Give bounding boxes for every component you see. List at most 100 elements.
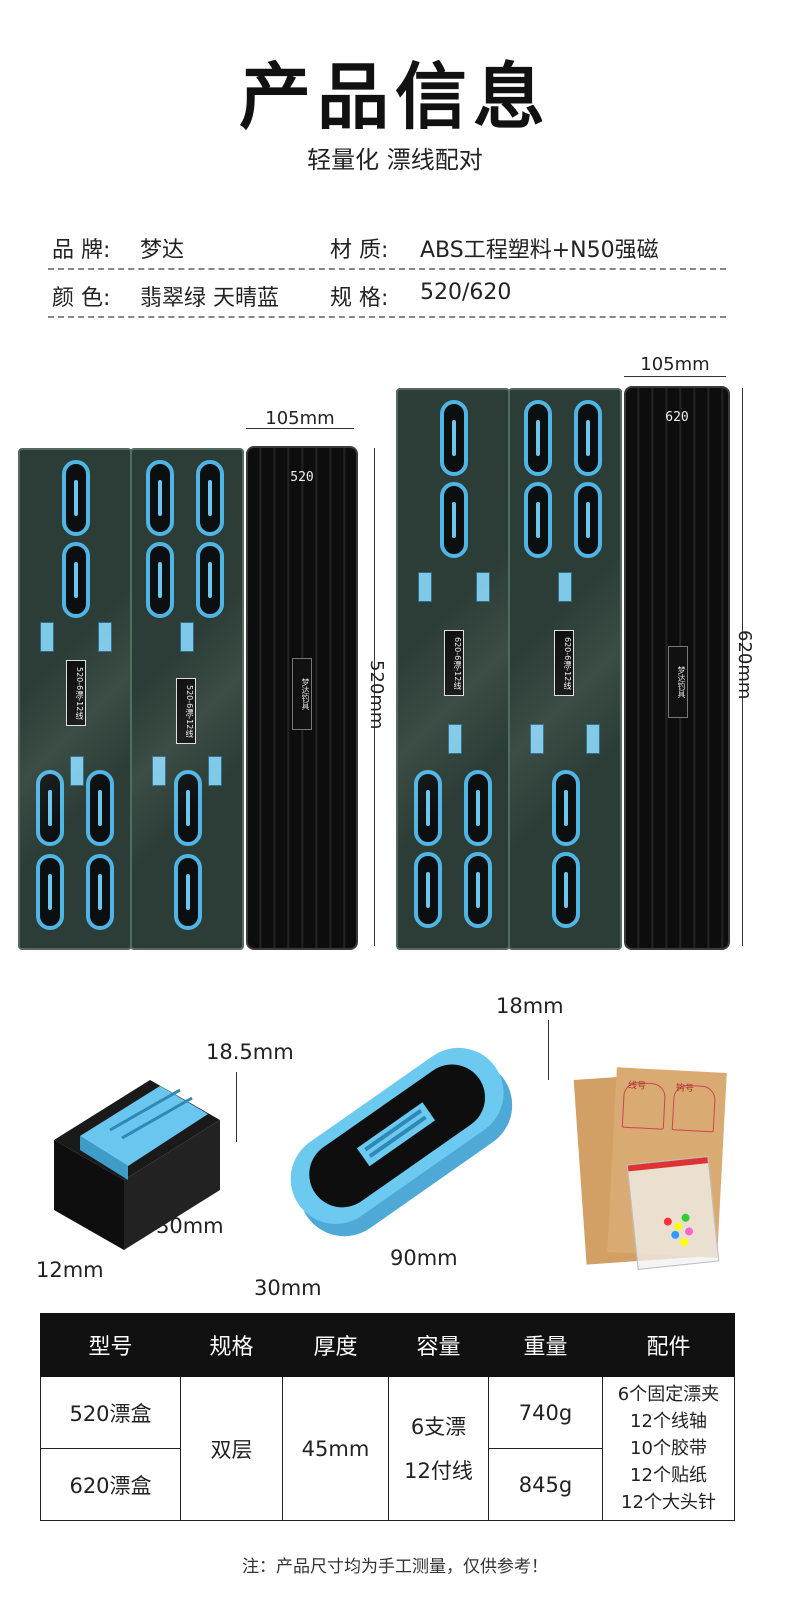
- spool-slot: [196, 542, 224, 618]
- block-length: 30mm: [156, 1214, 224, 1238]
- case-number: 520: [290, 470, 314, 485]
- case-520-open-left: 520-6漂-12线: [18, 448, 132, 950]
- pin-head: [674, 1222, 683, 1231]
- table-header-row: 型号 规格 厚度 容量 重量 配件: [40, 1313, 735, 1377]
- float-clip: [448, 724, 462, 754]
- brand-value: 梦达: [140, 238, 185, 263]
- case-620-open-right: 620-6漂-12线: [508, 388, 622, 950]
- spool-slot: [440, 482, 468, 558]
- color-value: 翡翠绿 天晴蓝: [140, 286, 279, 311]
- float-clip: [152, 756, 166, 786]
- material-label: 材 质:: [330, 238, 389, 263]
- footnote: 注：产品尺寸均为手工测量，仅供参考！: [242, 1557, 548, 1577]
- spool-slot: [552, 770, 580, 846]
- part-item: 6个固定漂夹: [617, 1384, 720, 1405]
- weight-cell: 740g: [488, 1376, 603, 1449]
- length-dimension: 620mm: [734, 630, 755, 700]
- case-520-open-right: 520-6漂-12线: [130, 448, 244, 950]
- pin-head: [681, 1213, 690, 1223]
- height-dimension-line: [548, 1020, 549, 1080]
- thickness-cell: 45mm: [282, 1376, 389, 1521]
- model-plate: 620-6漂-12线: [554, 630, 574, 696]
- spool-slot: [62, 542, 90, 618]
- page-subtitle: 轻量化 漂线配对: [307, 146, 483, 174]
- spool-slot: [146, 542, 174, 618]
- float-clip: [180, 622, 194, 652]
- spool-slot: [36, 854, 64, 930]
- column-header: 配件: [602, 1313, 735, 1377]
- brand-label: 品 牌:: [52, 238, 111, 263]
- pin-head: [684, 1227, 694, 1236]
- sticker-text: 线号: [627, 1080, 647, 1092]
- width-dimension-line: [246, 428, 354, 429]
- block-height: 18.5mm: [206, 1040, 294, 1064]
- spool-slot: [414, 852, 442, 928]
- spool-slot: [574, 400, 602, 476]
- spool-slot: [524, 400, 552, 476]
- width-dimension: 105mm: [265, 408, 335, 429]
- model-plate: 620-6漂-12线: [444, 630, 464, 696]
- length-dimension: 520mm: [366, 660, 387, 730]
- spec-cell: 双层: [180, 1376, 283, 1521]
- brand-logo: 梦达钓具: [292, 658, 312, 730]
- spool-slot: [62, 460, 90, 536]
- line-spool: [290, 1047, 513, 1237]
- float-clip: [418, 572, 432, 602]
- page-title: 产品信息: [238, 55, 551, 139]
- case-number: 620: [665, 410, 689, 425]
- parts-cell: 6个固定漂夹 12个线轴 10个胶带 12个贴纸 12个大头针: [602, 1376, 735, 1521]
- capacity-floats: 6支漂: [410, 1414, 467, 1439]
- float-clip: [558, 572, 572, 602]
- spool-slot: [464, 770, 492, 846]
- spool-slot: [464, 852, 492, 928]
- divider: [48, 316, 726, 318]
- pin-bag: [626, 1156, 720, 1270]
- column-header: 容量: [388, 1313, 489, 1377]
- length-dimension-line: [374, 448, 375, 946]
- model-plate: 520-6漂-12线: [66, 660, 86, 726]
- float-clip-block: [54, 1080, 220, 1250]
- column-header: 规格: [180, 1313, 283, 1377]
- table-row: 520漂盒 双层 45mm 6支漂 12付线 740g 6个固定漂夹 12个线轴…: [40, 1376, 735, 1521]
- float-clip: [476, 572, 490, 602]
- part-item: 12个大头针: [621, 1492, 716, 1513]
- column-header: 型号: [40, 1313, 181, 1377]
- float-clip: [98, 622, 112, 652]
- spool-width: 30mm: [254, 1276, 322, 1300]
- float-clip: [586, 724, 600, 754]
- spool-slot: [174, 854, 202, 930]
- part-item: 10个胶带: [630, 1438, 707, 1459]
- float-clip: [70, 756, 84, 786]
- part-item: 12个线轴: [630, 1411, 707, 1432]
- spec-value: 520/620: [420, 280, 512, 305]
- case-520-closed: 520 梦达钓具: [246, 446, 358, 950]
- spool-slot: [146, 460, 174, 536]
- column-header: 厚度: [282, 1313, 389, 1377]
- model-plate: 520-6漂-12线: [176, 678, 196, 744]
- height-dimension-line: [236, 1072, 237, 1142]
- spool-slot: [524, 482, 552, 558]
- column-header: 重量: [488, 1313, 603, 1377]
- spool-slot: [196, 460, 224, 536]
- width-dimension: 105mm: [640, 354, 710, 375]
- spool-length: 90mm: [390, 1246, 458, 1270]
- spool-slot: [552, 852, 580, 928]
- model-cell: 620漂盒: [40, 1448, 181, 1521]
- block-width: 12mm: [36, 1258, 104, 1282]
- color-label: 颜 色:: [52, 286, 111, 311]
- capacity-cell: 6支漂 12付线: [388, 1376, 489, 1521]
- spool-slot: [574, 482, 602, 558]
- float-clip: [530, 724, 544, 754]
- length-dimension-line: [742, 388, 743, 946]
- pin-head: [663, 1217, 673, 1226]
- spool-slot: [36, 770, 64, 846]
- spec-label: 规 格:: [330, 286, 389, 311]
- spool-slot: [86, 770, 114, 846]
- width-dimension-line: [624, 376, 726, 377]
- case-620-open-left: 620-6漂-12线: [396, 388, 510, 950]
- table-row: 620漂盒 845g: [40, 1448, 735, 1521]
- sticker-text: 钩号: [675, 1083, 695, 1095]
- capacity-lines: 12付线: [404, 1458, 473, 1483]
- part-item: 12个贴纸: [630, 1465, 707, 1486]
- material-value: ABS工程塑料+N50强磁: [420, 238, 659, 263]
